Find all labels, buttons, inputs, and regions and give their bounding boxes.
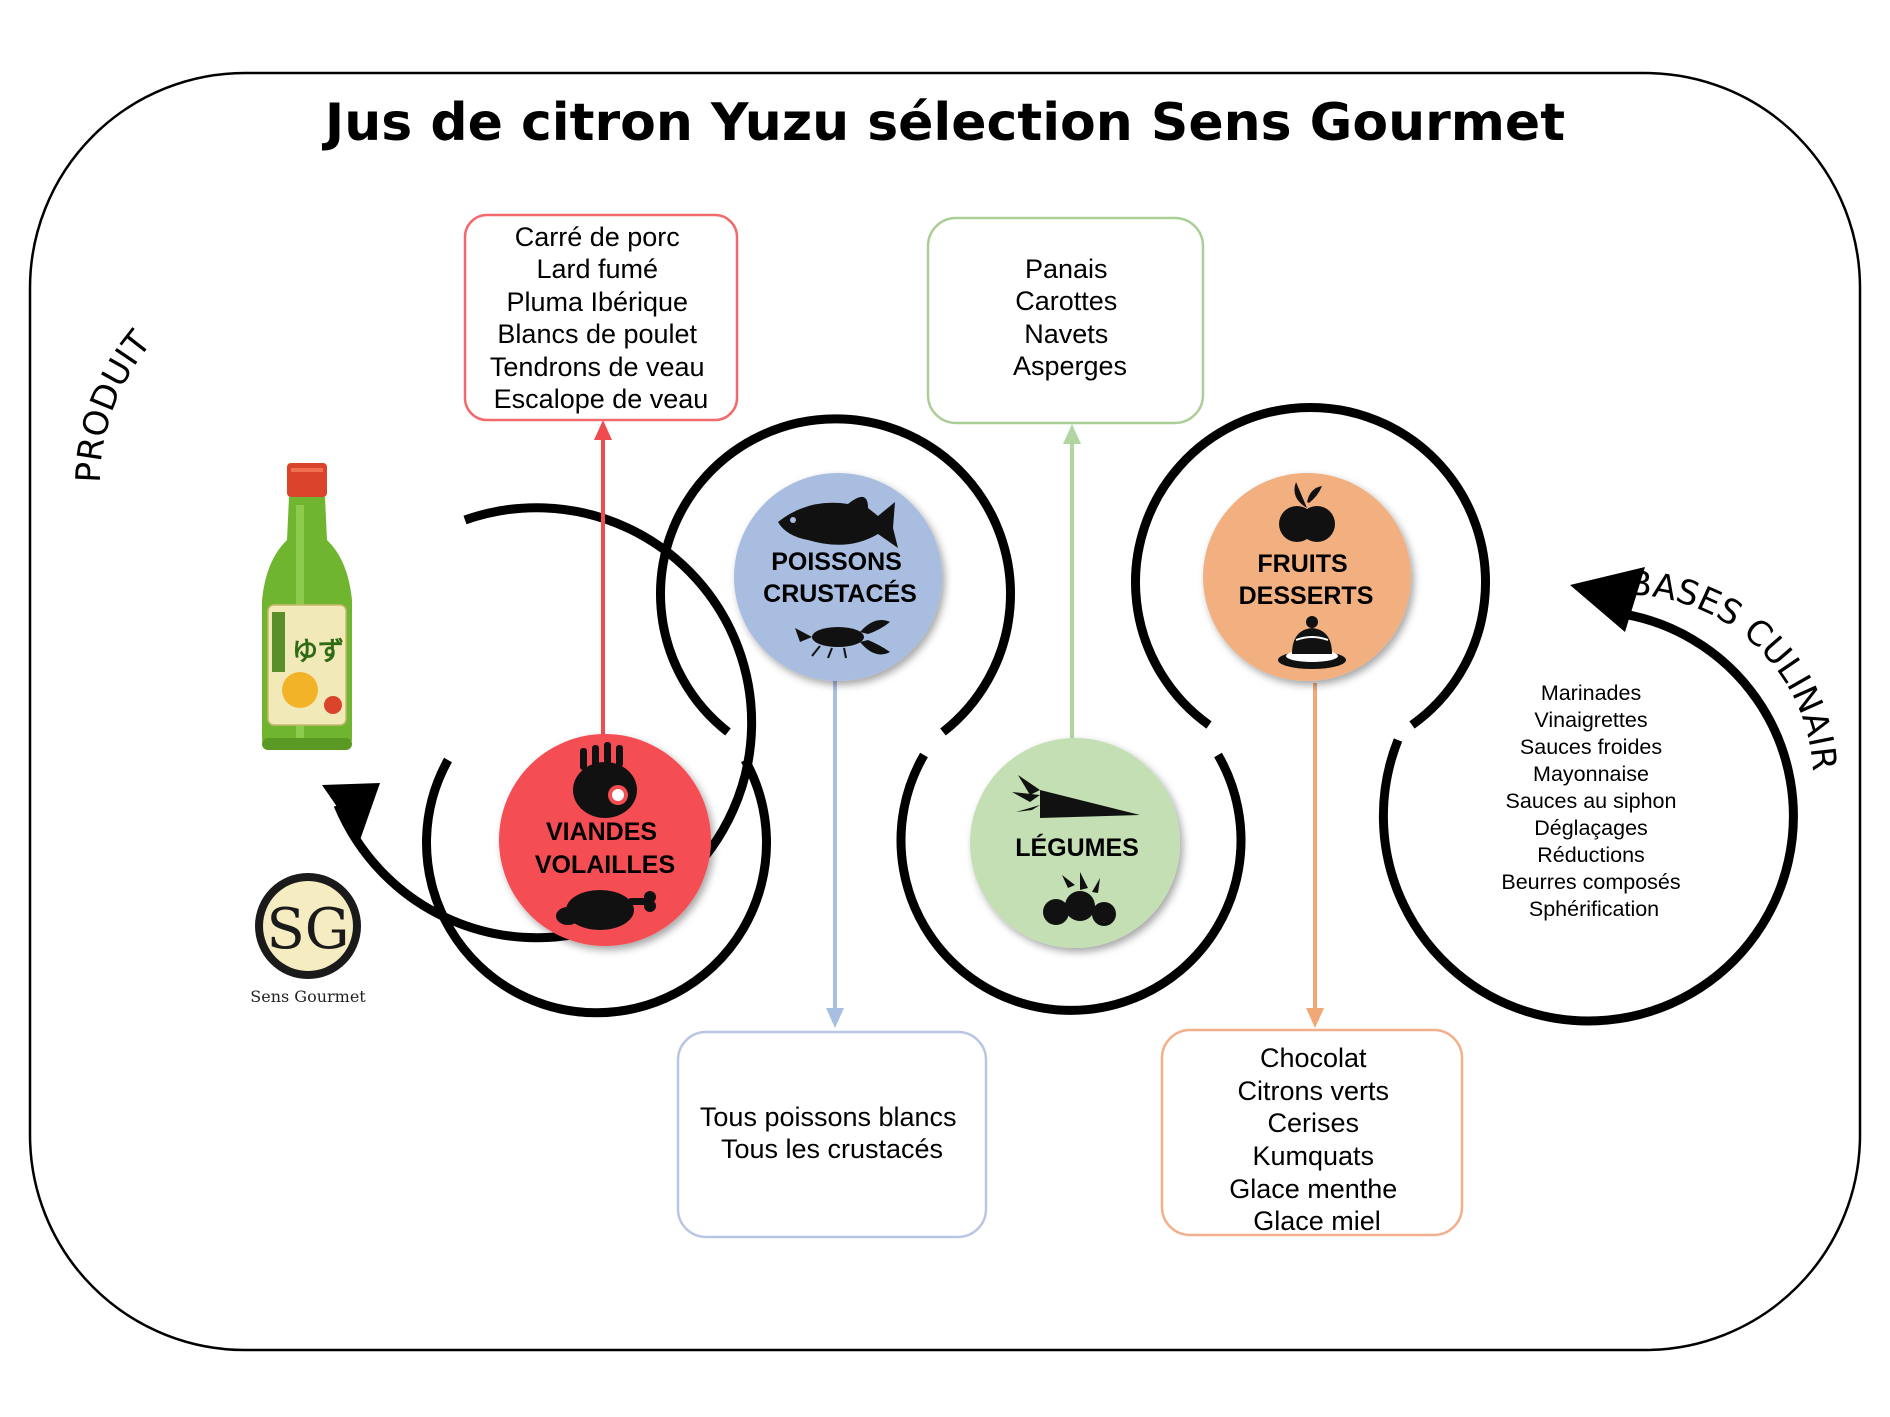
legumes-list: Panais Carottes Navets Asperges xyxy=(1013,254,1127,381)
poissons-list: Tous poissons blancs Tous les crustacés xyxy=(700,1102,964,1164)
yuzu-bottle-image: ゆず xyxy=(262,463,352,750)
viandes-item: Lard fumé xyxy=(536,254,658,284)
ring-legumes xyxy=(896,752,1246,1015)
fruits-item: Glace miel xyxy=(1253,1206,1381,1236)
viandes-item: Tendrons de veau xyxy=(490,352,705,382)
bases-arrowhead xyxy=(1570,567,1645,632)
viandes-item: Carré de porc xyxy=(515,222,680,252)
produit-label-text: PRODUIT xyxy=(69,323,159,483)
legumes-list-box xyxy=(926,216,1205,425)
logo-caption: Sens Gourmet xyxy=(250,987,366,1006)
fruits-line1: FRUITS xyxy=(1257,550,1347,578)
fruits-item: Cerises xyxy=(1267,1108,1359,1138)
bases-culinaires-list: Marinades Vinaigrettes Sauces froides Ma… xyxy=(1501,681,1686,921)
legumes-circle xyxy=(970,738,1180,948)
ring-bases xyxy=(1378,608,1798,1026)
legumes-title: LÉGUMES xyxy=(1015,833,1139,862)
meat-rack-icon xyxy=(573,742,637,818)
bases-item: Sphérification xyxy=(1529,897,1659,921)
fruits-item: Chocolat xyxy=(1260,1043,1367,1073)
sens-gourmet-logo: SG Sens Gourmet xyxy=(250,873,366,1006)
viandes-circle xyxy=(499,734,711,946)
poissons-line2: CRUSTACÉS xyxy=(763,579,917,608)
fruits-line2: DESSERTS xyxy=(1239,582,1374,610)
fruits-title: FRUITS DESSERTS xyxy=(1239,550,1374,610)
ring-fruits xyxy=(1131,403,1490,729)
poissons-list-box xyxy=(676,1030,988,1239)
category-poissons-crustaces: POISSONS CRUSTACÉS xyxy=(734,473,942,681)
viandes-list-box xyxy=(463,213,739,422)
apple-icon xyxy=(1279,482,1335,542)
poissons-item: Tous poissons blancs xyxy=(700,1102,957,1132)
carrot-icon xyxy=(1012,775,1140,818)
bases-item: Vinaigrettes xyxy=(1534,708,1647,732)
bases-item: Marinades xyxy=(1541,681,1641,705)
legumes-item: Navets xyxy=(1024,319,1108,349)
outer-frame xyxy=(28,71,1862,1352)
bases-item: Sauces au siphon xyxy=(1506,789,1677,813)
legumes-item: Panais xyxy=(1025,254,1108,284)
viandes-item: Pluma Ibérique xyxy=(506,287,688,317)
bases-item: Sauces froides xyxy=(1520,735,1662,759)
viandes-line2: VOLAILLES xyxy=(535,851,675,879)
connector-arrows xyxy=(594,420,1324,1028)
bases-item: Réductions xyxy=(1537,843,1645,867)
ring-viandes xyxy=(422,757,771,1018)
poissons-item: Tous les crustacés xyxy=(721,1134,943,1164)
legumes-line1: LÉGUMES xyxy=(1015,833,1139,862)
lobster-icon xyxy=(795,619,890,659)
fish-icon xyxy=(778,496,898,548)
viandes-title: VIANDES VOLAILLES xyxy=(535,818,675,879)
poissons-line1: POISSONS xyxy=(771,548,902,576)
flow-rings xyxy=(333,403,1798,1026)
bases-item: Mayonnaise xyxy=(1533,762,1649,786)
fruits-item: Glace menthe xyxy=(1229,1174,1397,1204)
viandes-list: Carré de porc Lard fumé Pluma Ibérique B… xyxy=(490,222,712,414)
fruits-list-box xyxy=(1160,1028,1464,1237)
produit-label: PRODUIT xyxy=(69,323,159,483)
fruits-item: Citrons verts xyxy=(1237,1076,1389,1106)
roast-chicken-icon xyxy=(556,890,656,930)
viandes-item: Escalope de veau xyxy=(494,384,709,414)
produit-arrowhead xyxy=(322,783,380,840)
fruits-item: Kumquats xyxy=(1252,1141,1374,1171)
viandes-item: Blancs de poulet xyxy=(497,319,697,349)
ring-poissons xyxy=(656,414,1015,736)
legumes-item: Asperges xyxy=(1013,351,1127,381)
fruits-list: Chocolat Citrons verts Cerises Kumquats … xyxy=(1229,1043,1405,1236)
bases-item: Déglaçages xyxy=(1534,816,1648,840)
fruits-circle xyxy=(1203,473,1411,681)
bases-item: Beurres composés xyxy=(1501,870,1680,894)
bottle-label: ゆず xyxy=(292,637,344,667)
poissons-title: POISSONS CRUSTACÉS xyxy=(763,548,917,608)
category-fruits-desserts: FRUITS DESSERTS xyxy=(1203,473,1411,681)
viandes-line1: VIANDES xyxy=(546,818,657,846)
dessert-icon xyxy=(1278,616,1346,669)
category-viandes-volailles: VIANDES VOLAILLES xyxy=(499,734,711,946)
logo-monogram: SG xyxy=(266,897,349,962)
radish-icon xyxy=(1043,872,1116,926)
legumes-item: Carottes xyxy=(1015,286,1117,316)
page-title: Jus de citron Yuzu sélection Sens Gourme… xyxy=(322,93,1565,153)
category-legumes: LÉGUMES xyxy=(970,738,1180,948)
